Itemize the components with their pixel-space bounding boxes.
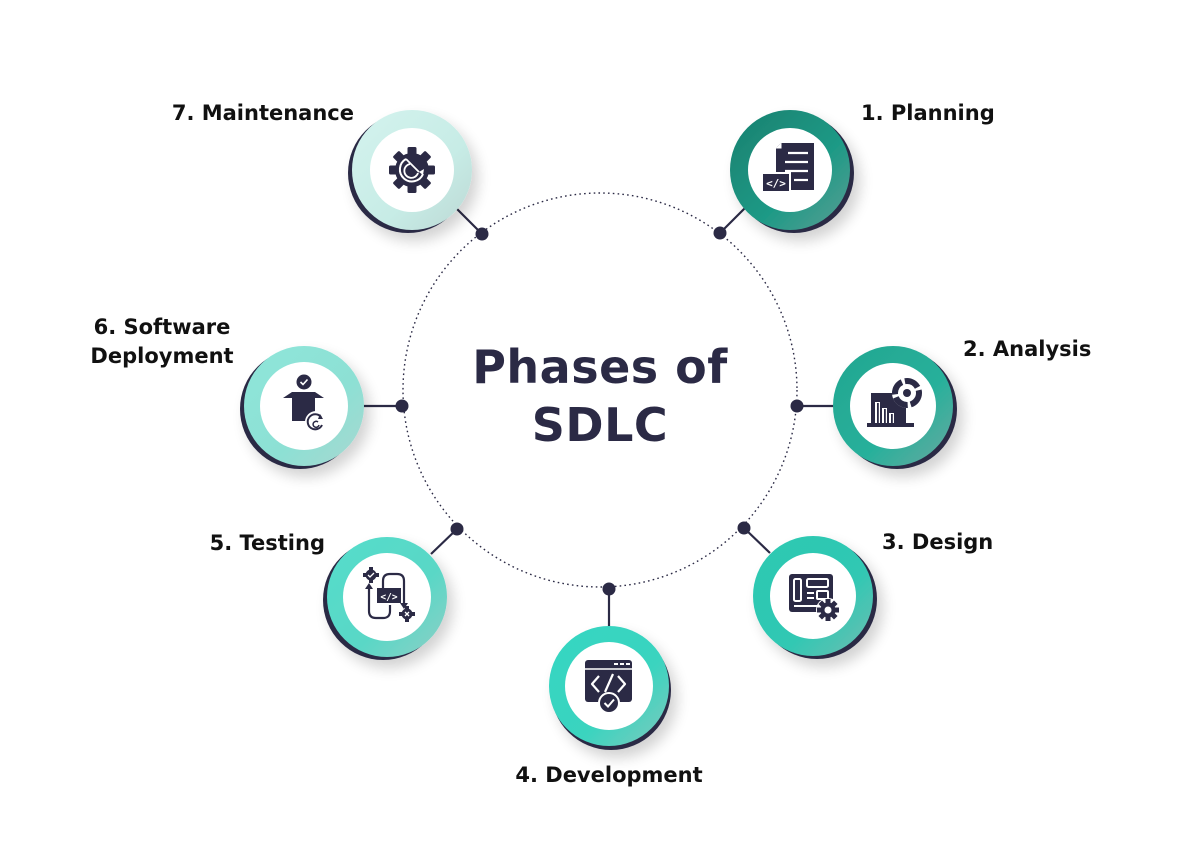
label-analysis: 2. Analysis (963, 337, 1092, 361)
connector-dot-planning (713, 226, 727, 240)
code-window-check-icon (585, 660, 632, 714)
code-document-icon: </> (761, 143, 814, 193)
label-planning: 1. Planning (861, 101, 995, 125)
label-development: 4. Development (515, 763, 703, 787)
connector-dot-development (602, 582, 616, 596)
label-testing: 5. Testing (209, 531, 325, 555)
phase-node-development (549, 626, 671, 750)
layout-gear-icon (789, 574, 840, 622)
label-software-deployment-line-2: Deployment (90, 344, 234, 368)
box-deploy-icon (283, 374, 327, 433)
code-cycle-icon: </> (363, 567, 415, 622)
central-dotted-ring (402, 192, 798, 588)
title-line-2: SDLC (531, 398, 669, 452)
connector-dot-testing (450, 522, 464, 536)
phase-node-planning: </> (730, 110, 854, 233)
label-maintenance: 7. Maintenance (171, 101, 354, 125)
connector-dot-design (737, 521, 751, 535)
svg-text:</>: </> (380, 592, 397, 603)
title-line-1: Phases of (472, 340, 728, 394)
phase-node-testing: </> (323, 537, 447, 660)
connector-dot-analysis (790, 399, 804, 413)
phase-node-maintenance (348, 110, 472, 233)
connector-dot-maintenance (475, 227, 489, 241)
gear-refresh-icon (389, 147, 435, 193)
connector-dot-deployment (395, 399, 409, 413)
diagram-title: Phases of SDLC (400, 338, 800, 454)
label-design: 3. Design (882, 530, 994, 554)
svg-text:</>: </> (766, 177, 786, 190)
phase-node-deployment (240, 346, 364, 469)
label-software-deployment: 6. Software Deployment (62, 313, 262, 371)
phase-node-design (753, 536, 877, 659)
connectors (363, 205, 836, 627)
label-software-deployment-line-1: 6. Software (93, 315, 231, 339)
phase-node-analysis (833, 346, 957, 469)
laptop-chart-icon (867, 378, 922, 427)
